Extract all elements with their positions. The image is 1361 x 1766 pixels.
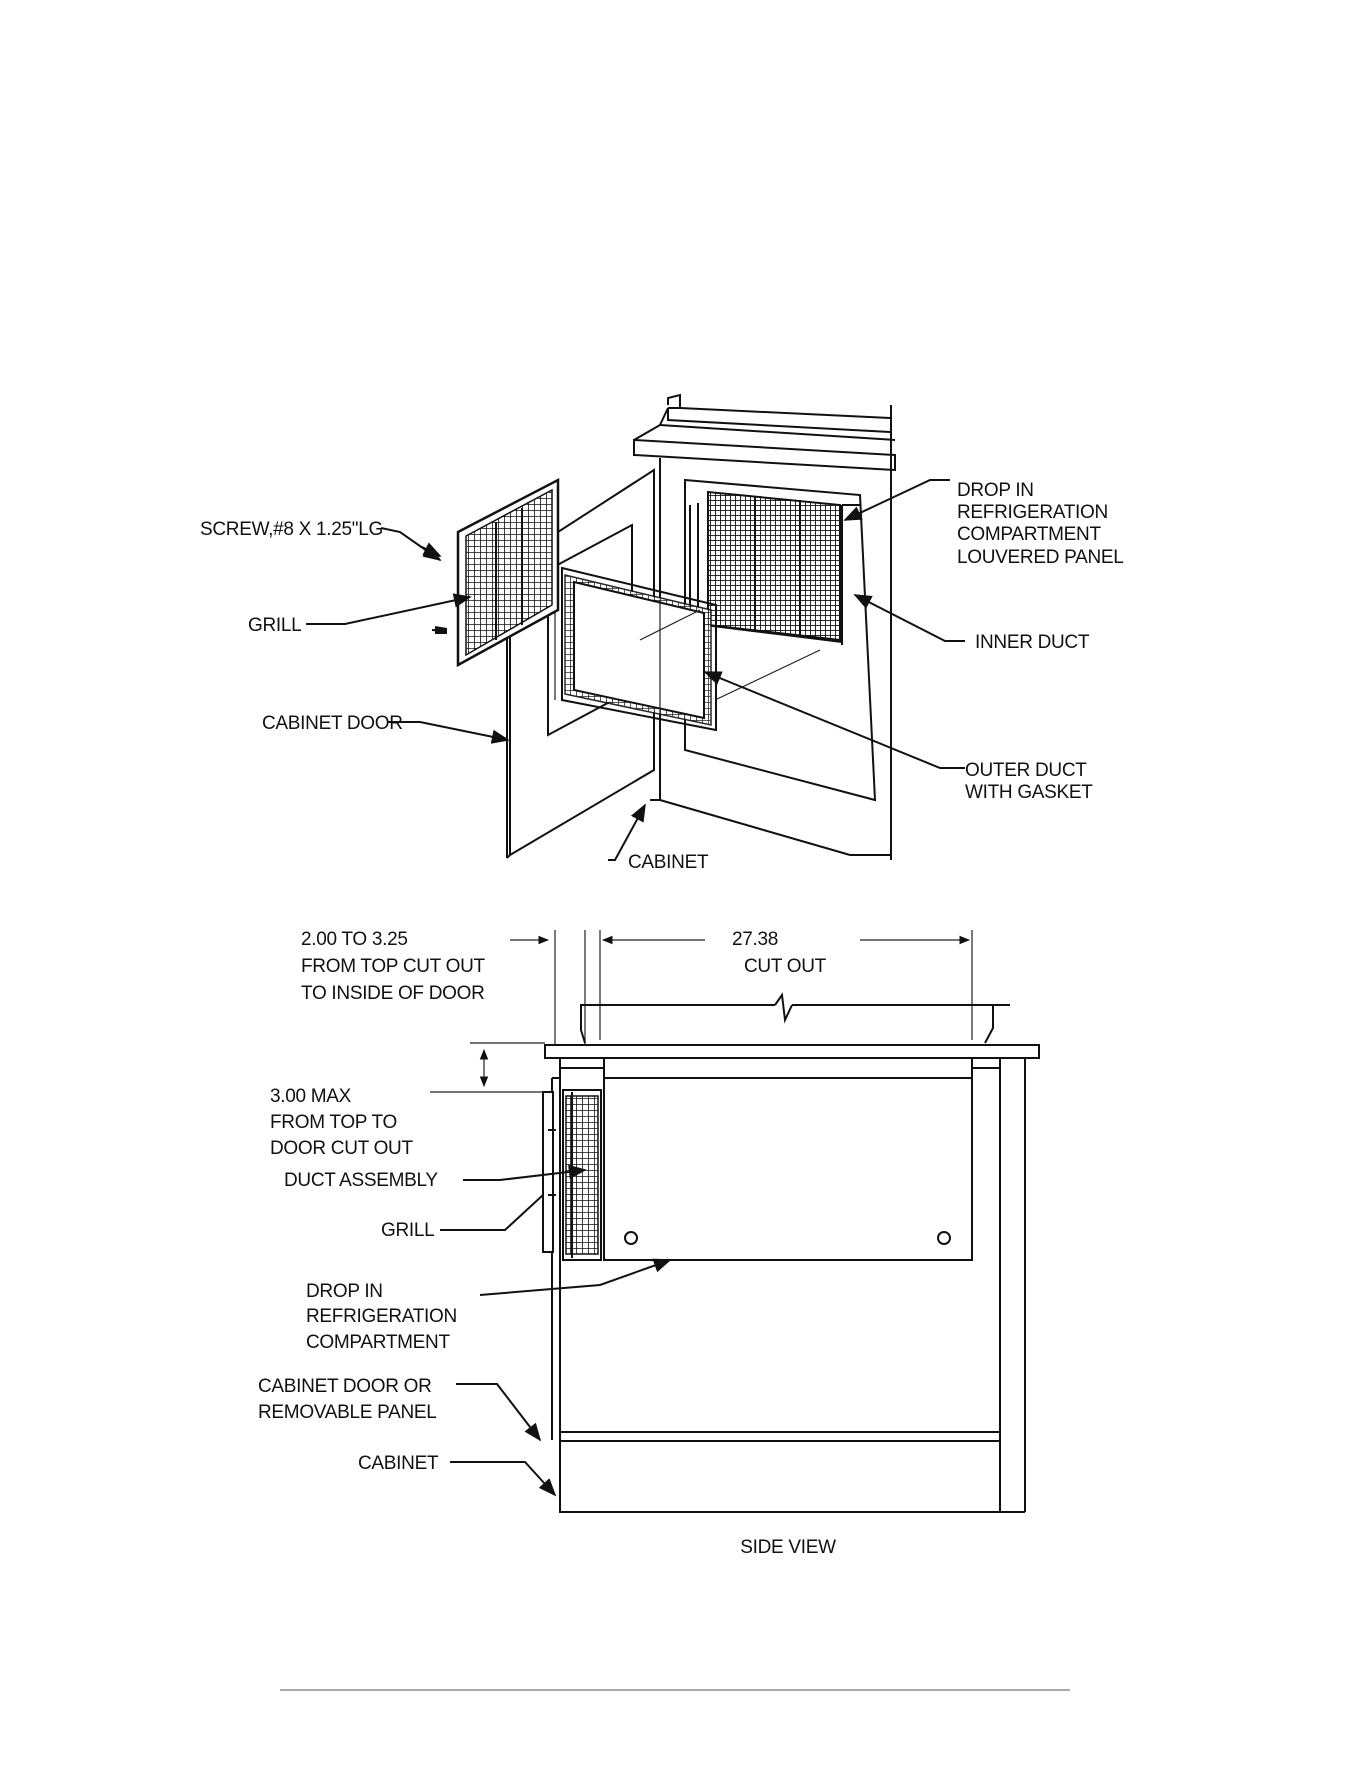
label-outer-duct-2: WITH GASKET <box>965 782 1093 803</box>
drop-in-compartment <box>603 1057 973 1261</box>
label-cabinet: CABINET <box>628 852 709 873</box>
label-dim-cut-value: 27.38 <box>732 929 778 950</box>
label-door-panel-2: REMOVABLE PANEL <box>258 1402 437 1423</box>
label-drop-in-4: LOUVERED PANEL <box>957 547 1124 568</box>
side-grill <box>542 1091 556 1253</box>
mount-hole-icon <box>624 1231 638 1245</box>
side-view: 2.00 TO 3.25 FROM TOP CUT OUT TO INSIDE … <box>258 929 1040 1558</box>
exploded-leaders <box>306 479 965 861</box>
screw-icon <box>421 542 447 634</box>
label-dim-cut: CUT OUT <box>744 956 827 977</box>
label-outer-duct-1: OUTER DUCT <box>965 760 1087 781</box>
label-dim-top-3: TO INSIDE OF DOOR <box>301 983 485 1004</box>
cabinet-body <box>633 393 896 860</box>
duct-assembly <box>562 1089 602 1261</box>
label-dim-top-1: 2.00 TO 3.25 <box>301 929 408 950</box>
label-dim-top-2: FROM TOP CUT OUT <box>301 956 486 977</box>
cabinet-outline <box>559 1057 1026 1513</box>
louvered-panel <box>707 490 841 642</box>
label-cabinet-door: CABINET DOOR <box>262 713 403 734</box>
outer-duct <box>561 566 717 732</box>
drop-in-top <box>580 992 1010 1044</box>
label-inner-duct: INNER DUCT <box>975 632 1090 653</box>
exploded-view: SCREW,#8 X 1.25"LG GRILL CABINET DOOR CA… <box>200 393 1124 873</box>
label-side-grill: GRILL <box>381 1220 434 1241</box>
label-dim-max-2: FROM TOP TO <box>270 1112 397 1133</box>
dimension-cutout <box>599 930 973 1040</box>
side-leaders <box>440 1164 672 1497</box>
label-side-drop-in-1: DROP IN <box>306 1281 383 1302</box>
label-screw: SCREW,#8 X 1.25"LG <box>200 519 383 540</box>
label-grill: GRILL <box>248 615 301 636</box>
label-drop-in-1: DROP IN <box>957 480 1034 501</box>
dimension-max <box>430 1042 545 1093</box>
label-drop-in-3: COMPARTMENT <box>957 524 1101 545</box>
label-side-drop-in-2: REFRIGERATION <box>306 1306 457 1327</box>
exploded-grill <box>456 477 560 668</box>
label-dim-max-3: DOOR CUT OUT <box>270 1138 413 1159</box>
label-side-cabinet: CABINET <box>358 1453 439 1474</box>
dimension-door-offset <box>510 930 586 1045</box>
label-dim-max-1: 3.00 MAX <box>270 1086 352 1107</box>
label-side-view-caption: SIDE VIEW <box>740 1537 836 1558</box>
label-door-panel-1: CABINET DOOR OR <box>258 1376 432 1397</box>
label-duct-assembly: DUCT ASSEMBLY <box>284 1170 438 1191</box>
mount-hole-icon <box>937 1231 951 1245</box>
label-drop-in-2: REFRIGERATION <box>957 502 1108 523</box>
label-side-drop-in-3: COMPARTMENT <box>306 1332 450 1353</box>
